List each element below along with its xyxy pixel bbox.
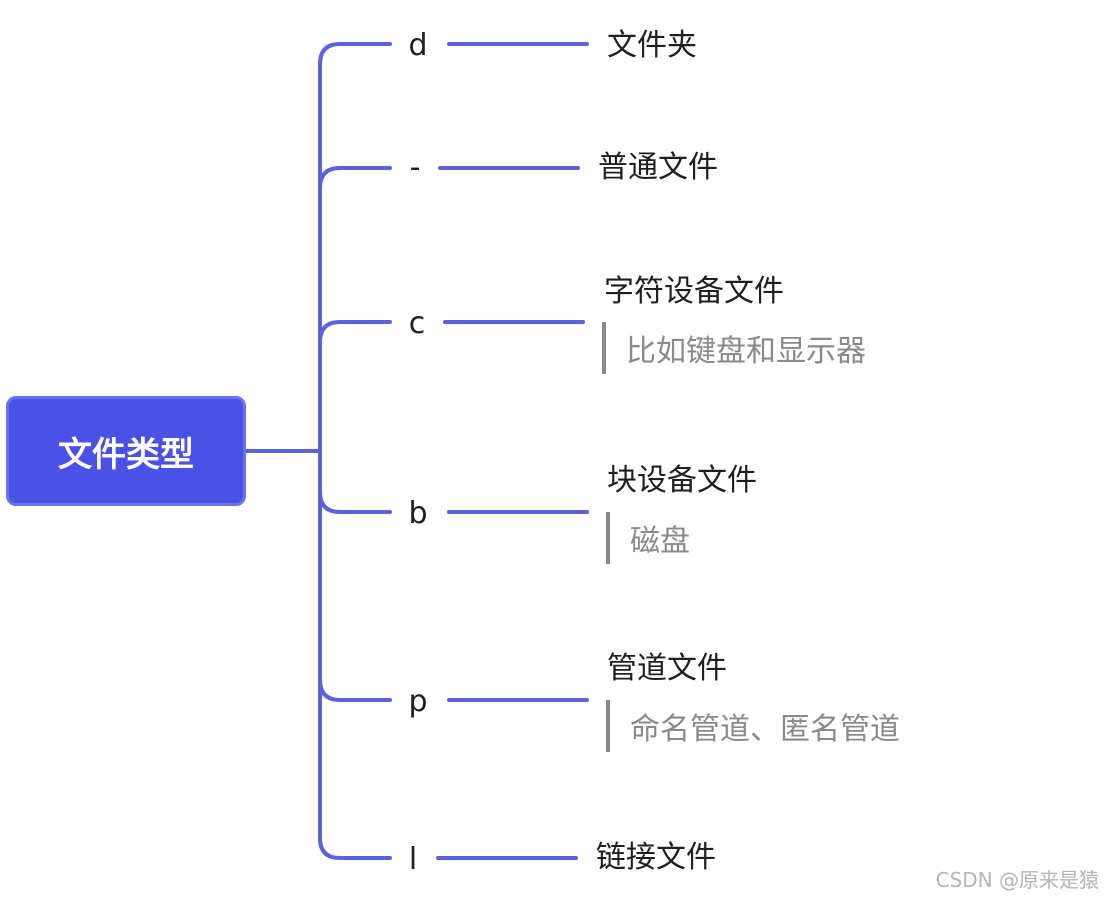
- branch-code-c: c: [408, 306, 426, 341]
- branch-note-block-device: 磁盘: [606, 512, 690, 564]
- branch-label-block-device: 块设备文件: [607, 463, 757, 498]
- connector-branch-l: [318, 836, 392, 860]
- branch-note-char-device: 比如键盘和显示器: [602, 322, 866, 374]
- branch-label-link: 链接文件: [596, 840, 716, 875]
- branch-code-d: d: [408, 28, 428, 63]
- branch-note-char-device-text: 比如键盘和显示器: [626, 334, 866, 369]
- branch-code-b: b: [408, 496, 428, 531]
- root-label: 文件类型: [58, 434, 194, 475]
- connector-branch-d: [318, 42, 392, 66]
- watermark: CSDN @原来是猿: [935, 868, 1099, 892]
- branch-code-p: p: [408, 684, 428, 719]
- branch-note-pipe: 命名管道、匿名管道: [606, 700, 900, 752]
- root-node: 文件类型: [6, 396, 246, 506]
- connector-branch-dash: [318, 166, 392, 190]
- connector-branch-p: [318, 678, 392, 702]
- connector-branch-c: [318, 320, 392, 344]
- branch-label-regular-file: 普通文件: [598, 150, 718, 185]
- branch-code-l: l: [408, 842, 418, 877]
- branch-label-pipe: 管道文件: [607, 651, 727, 686]
- connector-branch-b: [318, 490, 392, 514]
- branch-code-dash: -: [409, 150, 421, 185]
- branch-label-char-device: 字符设备文件: [604, 274, 784, 309]
- branch-note-block-device-text: 磁盘: [630, 524, 690, 559]
- branch-note-pipe-text: 命名管道、匿名管道: [630, 712, 900, 747]
- branch-label-folder: 文件夹: [607, 28, 697, 63]
